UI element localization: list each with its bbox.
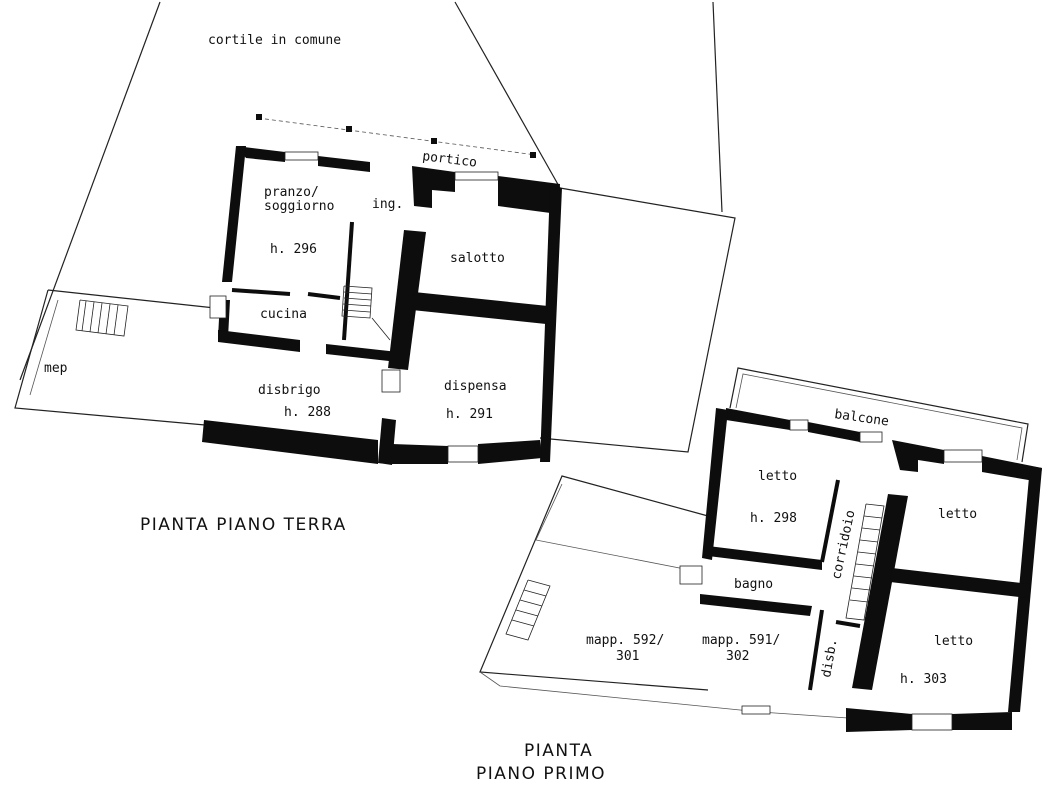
window [454,171,499,181]
window [741,705,771,715]
window [381,369,401,393]
wall-east [540,186,562,462]
portico-column [346,126,352,132]
terrace-outline-lower [479,671,849,719]
wall-spine [388,230,426,370]
label-dining-line1: pranzo/ [264,185,319,200]
ff-wall-corridor [852,494,908,690]
portico-column [431,138,437,144]
label-courtyard: cortile in comune [208,33,341,48]
label-height-pantry: h. 291 [446,407,493,422]
wall-north-west [236,146,285,162]
label-dining-line2: soggiorno [264,199,334,214]
ff-wall-north-east [892,440,944,472]
label-balcony: balcone [833,407,890,430]
label-parcel-591-line1: mapp. 591/ [702,633,780,648]
label-storage: disbrigo [258,383,321,398]
window [209,295,227,319]
portico-column [256,114,262,120]
west-annex-inner [29,299,59,396]
label-lounge: salotto [450,251,505,266]
terrace-outline [479,475,709,691]
wall-north-east [498,176,560,214]
label-entrance: ing. [372,197,403,212]
staircase-ground [341,285,391,341]
label-height-storage: h. 288 [284,405,331,420]
portico-line [257,117,537,156]
staircase-terrace [505,579,551,641]
wall-kitchen-south-2 [326,344,398,362]
label-bathroom: bagno [734,577,773,592]
wall-south-east [392,444,448,464]
balcony-railing-inner [735,373,1023,461]
wall-spine-low [378,418,396,465]
ff-wall-north-west [726,408,790,430]
wall-west [222,146,246,282]
window [859,431,883,443]
wall-kitchen-south [218,330,300,352]
east-yard-outline [539,187,736,453]
terrace-inner [535,483,701,573]
window [284,151,319,161]
title-first-floor-line1: PIANTA [524,741,593,761]
staircase-first-floor [845,503,885,621]
portico-column [530,152,536,158]
wall-partition-kitchen-2 [307,292,341,300]
label-utility: mep [44,361,68,376]
wall-salotto-south [412,292,548,324]
courtyard-boundary [19,1,161,381]
courtyard-boundary-right [454,1,561,189]
ff-wall-north-mid [808,422,860,442]
window [679,565,703,585]
ff-wall-bedroom1-south [708,546,822,570]
ff-wall-south-east [952,712,1012,730]
label-parcel-592-line2: 301 [616,649,639,664]
wall-partition-kitchen [231,288,291,296]
ff-partition-stair [835,620,861,628]
window [943,449,983,463]
ff-wall-south-west [846,708,912,732]
label-height-bedroom-3: h. 303 [900,672,947,687]
wall-partition-dining [342,221,354,341]
window [447,445,479,463]
title-first-floor-line2: PIANO PRIMO [476,764,606,784]
label-pantry: dispensa [444,379,507,394]
west-annex-outline-2 [14,289,206,426]
label-height-bedroom-1: h. 298 [750,511,797,526]
label-kitchen: cucina [260,307,307,322]
ff-wall-bedroom2-south [890,568,1030,598]
label-parcel-591-line2: 302 [726,649,749,664]
ff-partition-closet [808,609,824,691]
ground-floor-plan: cortile in comune portico pranzo/ soggio… [14,1,736,535]
label-bedroom-3: letto [934,634,973,649]
ff-wall-north-far [982,456,1042,482]
balcony-railing [729,367,1029,463]
wall-north-mid [318,156,370,172]
ff-wall-bathroom-south [700,594,812,616]
label-bedroom-1: letto [758,469,797,484]
courtyard-boundary-far [712,1,723,213]
ff-partition-corridor-west [820,479,840,563]
label-portico: portico [422,149,478,171]
west-annex-outline [47,289,216,309]
label-bedroom-2: letto [938,507,977,522]
ff-wall-west [702,408,728,560]
wall-south-far-east [478,440,542,464]
window [789,419,809,431]
label-height-dining: h. 296 [270,242,317,257]
window [911,713,953,731]
first-floor-plan: balcone letto h. 298 letto corridoio bag… [476,367,1042,784]
title-ground-floor: PIANTA PIANO TERRA [140,515,347,535]
wall-entrance-block [412,166,455,208]
wall-south-west [202,420,378,464]
label-parcel-592-line1: mapp. 592/ [586,633,664,648]
label-closet: disb. [819,638,841,679]
staircase-west [75,299,129,337]
